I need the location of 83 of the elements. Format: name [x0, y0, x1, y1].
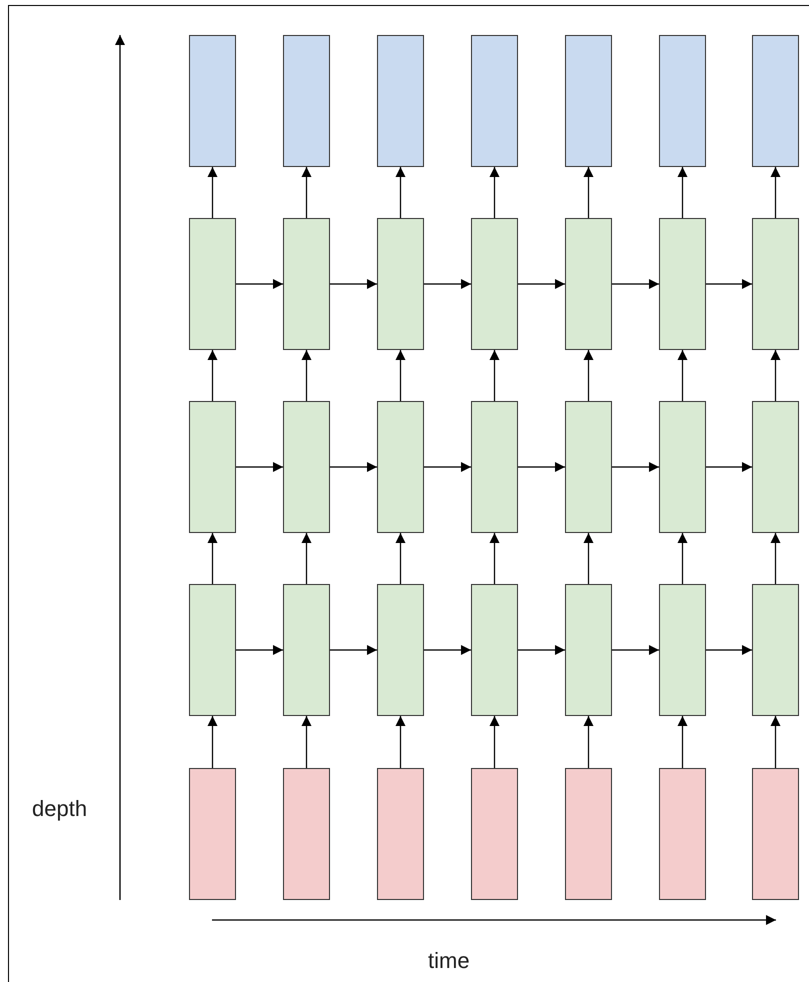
output-box	[377, 35, 424, 167]
arrow	[424, 462, 471, 472]
arrow	[518, 279, 565, 289]
input-box	[283, 768, 330, 900]
hidden-box	[377, 401, 424, 533]
hidden-box	[659, 218, 706, 350]
hidden-box	[659, 401, 706, 533]
arrow	[584, 716, 594, 768]
hidden-box	[189, 218, 236, 350]
arrow	[678, 533, 688, 584]
hidden-box	[377, 584, 424, 716]
arrow	[518, 462, 565, 472]
hidden-box	[659, 584, 706, 716]
axis-label: time	[428, 948, 470, 974]
output-box	[659, 35, 706, 167]
arrow	[490, 533, 500, 584]
arrow	[706, 279, 752, 289]
output-box	[189, 35, 236, 167]
arrow	[208, 167, 218, 218]
arrow	[678, 716, 688, 768]
arrow	[518, 645, 565, 655]
arrow	[396, 716, 406, 768]
arrow	[396, 167, 406, 218]
arrow	[330, 645, 377, 655]
arrow	[584, 167, 594, 218]
arrow	[236, 462, 283, 472]
hidden-box	[565, 218, 612, 350]
arrow	[302, 350, 312, 401]
hidden-box	[189, 584, 236, 716]
input-box	[565, 768, 612, 900]
hidden-box	[471, 584, 518, 716]
axis-label: depth	[32, 796, 88, 822]
output-box	[471, 35, 518, 167]
hidden-box	[283, 218, 330, 350]
hidden-box	[565, 401, 612, 533]
arrow	[490, 350, 500, 401]
arrow	[208, 533, 218, 584]
arrow	[490, 167, 500, 218]
arrow	[236, 279, 283, 289]
output-box	[565, 35, 612, 167]
arrow	[612, 279, 659, 289]
hidden-box	[752, 401, 799, 533]
input-box	[189, 768, 236, 900]
arrow	[706, 462, 752, 472]
arrow	[770, 167, 780, 218]
input-box	[752, 768, 799, 900]
hidden-box	[752, 584, 799, 716]
arrow	[770, 350, 780, 401]
hidden-box	[377, 218, 424, 350]
arrow	[208, 716, 218, 768]
hidden-box	[752, 218, 799, 350]
arrow	[490, 716, 500, 768]
arrow	[208, 350, 218, 401]
arrow	[396, 533, 406, 584]
hidden-box	[565, 584, 612, 716]
hidden-box	[471, 401, 518, 533]
arrow	[302, 533, 312, 584]
arrow	[302, 716, 312, 768]
arrow	[770, 716, 780, 768]
arrow	[584, 533, 594, 584]
arrow	[302, 167, 312, 218]
arrow	[330, 462, 377, 472]
arrow	[396, 350, 406, 401]
arrow	[612, 462, 659, 472]
hidden-box	[471, 218, 518, 350]
arrow	[706, 645, 752, 655]
arrow	[330, 279, 377, 289]
hidden-box	[283, 584, 330, 716]
hidden-box	[189, 401, 236, 533]
arrow	[678, 167, 688, 218]
arrow	[612, 645, 659, 655]
arrow	[424, 645, 471, 655]
arrow	[678, 350, 688, 401]
input-box	[471, 768, 518, 900]
arrow	[770, 533, 780, 584]
input-box	[377, 768, 424, 900]
hidden-box	[283, 401, 330, 533]
arrow	[236, 645, 283, 655]
output-box	[283, 35, 330, 167]
input-box	[659, 768, 706, 900]
arrow	[424, 279, 471, 289]
arrow	[584, 350, 594, 401]
output-box	[752, 35, 799, 167]
